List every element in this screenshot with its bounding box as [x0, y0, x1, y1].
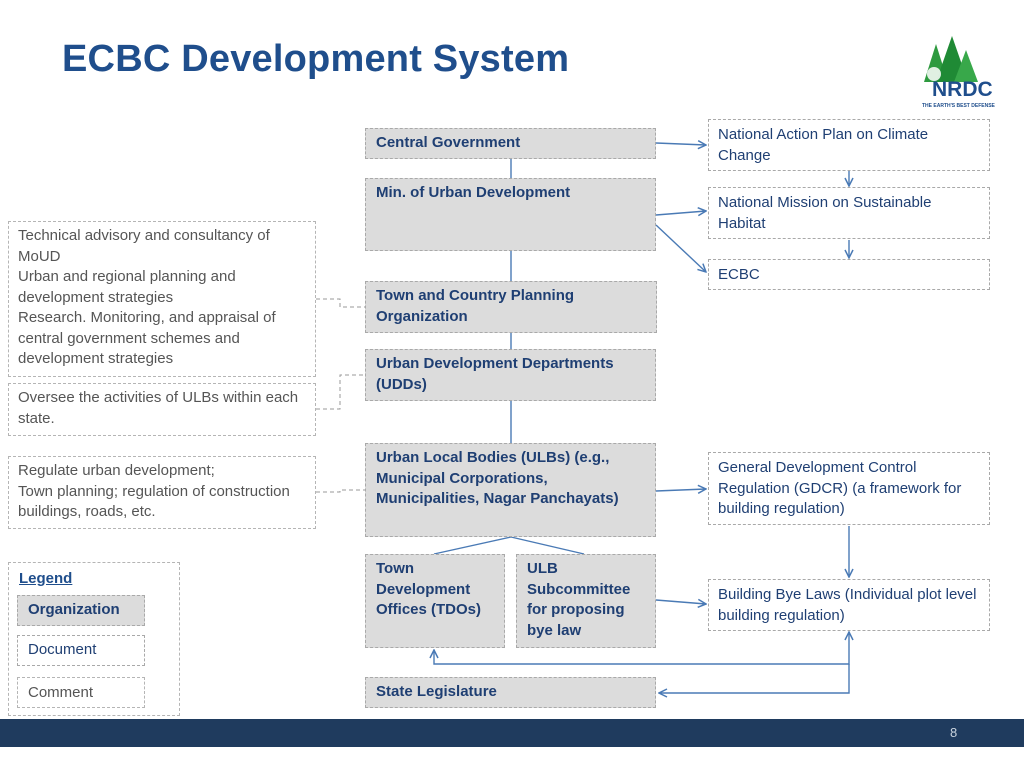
footer-bar	[0, 719, 1024, 747]
ulb-comment-line: Regulate urban development;	[18, 462, 215, 479]
udds-box: Urban Development Departments (UDDs)	[365, 349, 656, 401]
gdcr-box: General Development Control Regulation (…	[708, 452, 990, 525]
ulb-subcommittee-box: ULB Subcommittee for proposing bye law	[516, 554, 656, 648]
logo-text: NRDC	[932, 78, 993, 101]
building-bye-laws-box: Building Bye Laws (Individual plot level…	[708, 579, 990, 631]
tree-logo-icon: NRDC THE EARTH'S BEST DEFENSE	[922, 36, 996, 109]
legend-organization: Organization	[17, 595, 145, 626]
page-number: 8	[950, 725, 958, 740]
legend-document: Document	[17, 635, 145, 666]
legend-comment: Comment	[17, 677, 145, 708]
udd-comment-box: Oversee the activities of ULBs within ea…	[8, 383, 316, 436]
tcpo-comment-line: Research. Monitoring, and appraisal of c…	[18, 309, 276, 367]
legend-panel	[8, 562, 180, 716]
legend-title: Legend	[19, 570, 73, 587]
tcpo-box: Town and Country Planning Organization	[365, 281, 657, 333]
min-urban-development-box: Min. of Urban Development	[365, 178, 656, 251]
ecbc-box: ECBC	[708, 259, 990, 290]
nmsh-box: National Mission on Sustainable Habitat	[708, 187, 990, 239]
logo-tagline: THE EARTH'S BEST DEFENSE	[922, 103, 996, 109]
central-government-box: Central Government	[365, 128, 656, 159]
tcpo-comment-box: Technical advisory and consultancy of Mo…	[8, 221, 316, 377]
tdos-box: Town Development Offices (TDOs)	[365, 554, 505, 648]
napcc-box: National Action Plan on Climate Change	[708, 119, 990, 171]
page-title: ECBC Development System	[62, 38, 570, 80]
ulbs-box: Urban Local Bodies (ULBs) (e.g., Municip…	[365, 443, 656, 537]
tcpo-comment-line: Urban and regional planning and developm…	[18, 268, 236, 306]
state-legislature-box: State Legislature	[365, 677, 656, 708]
ulb-comment-line: Town planning; regulation of constructio…	[18, 482, 290, 521]
nrdc-logo: NRDC THE EARTH'S BEST DEFENSE	[918, 30, 1008, 110]
tcpo-comment-line: Technical advisory and consultancy of Mo…	[18, 227, 270, 265]
ulb-comment-box: Regulate urban development; Town plannin…	[8, 456, 316, 529]
